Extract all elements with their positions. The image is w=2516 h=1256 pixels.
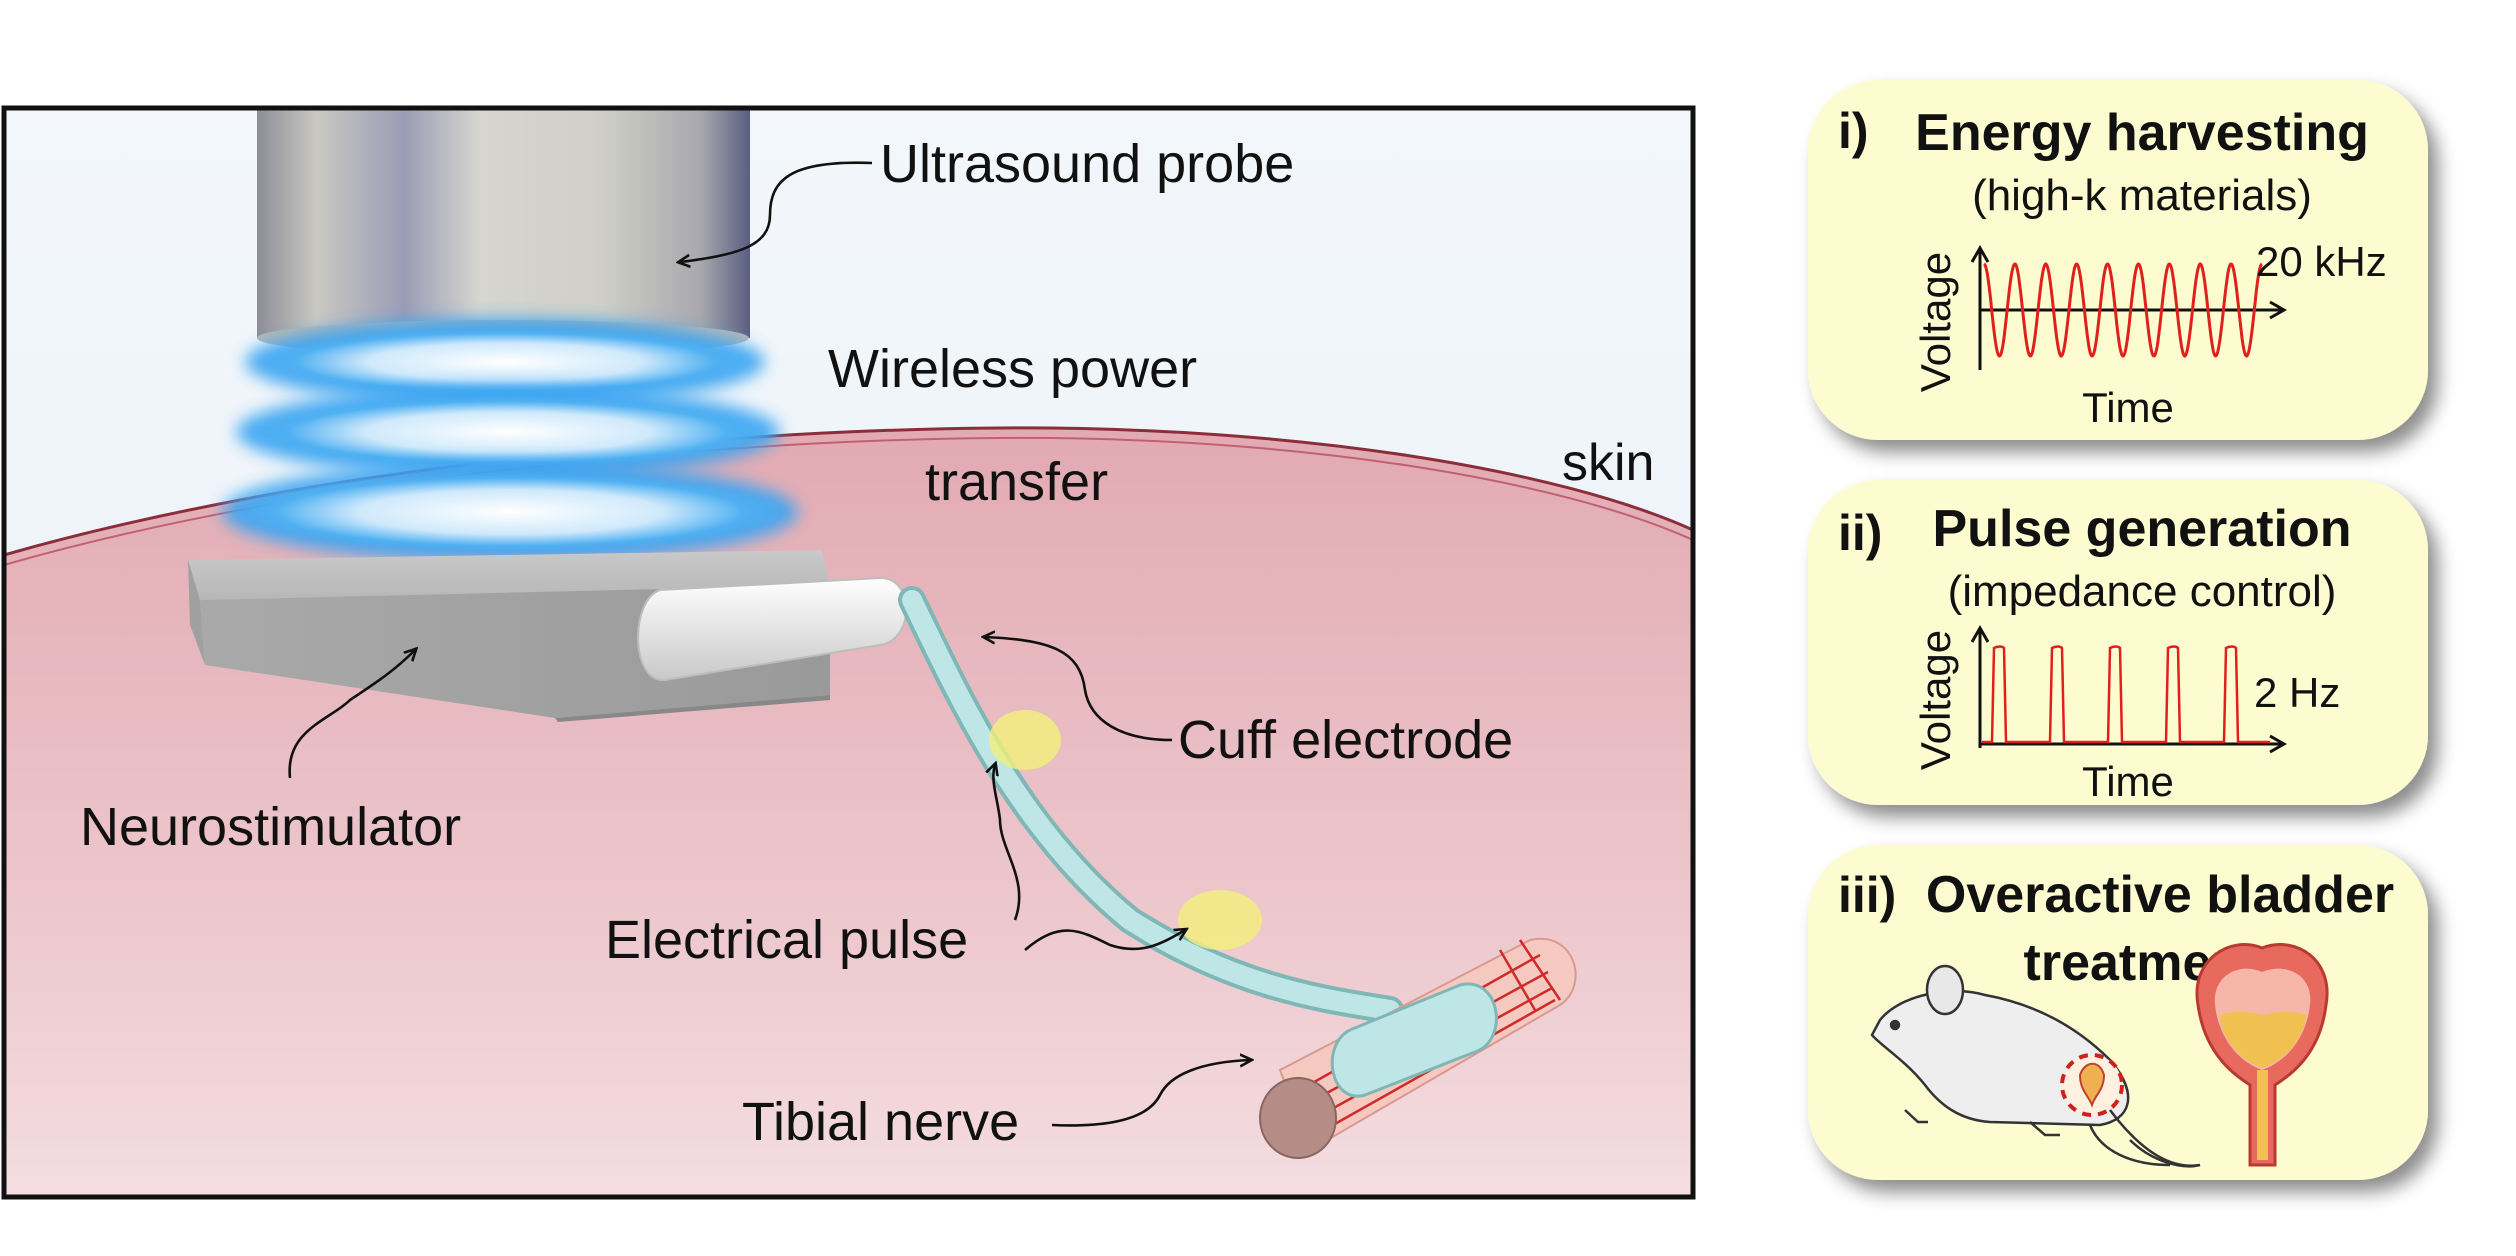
label-cuff-electrode: Cuff electrode xyxy=(1178,710,1513,770)
panel-ii-title: Pulse generation xyxy=(1933,500,2352,558)
main-diagram: Ultrasound probe Wireless power transfer… xyxy=(4,108,1693,1197)
label-electrical-pulse: Electrical pulse xyxy=(605,910,968,970)
electrical-pulse-highlight-2 xyxy=(1178,890,1262,950)
label-wireless-power-transfer: transfer xyxy=(925,452,1108,512)
label-wireless-power: Wireless power xyxy=(828,339,1197,399)
bladder-icon xyxy=(2195,943,2329,1167)
panel-ii-ylabel: Voltage xyxy=(1912,630,1959,770)
panel-ii-xlabel: Time xyxy=(2082,758,2174,805)
wireless-power-waves-icon xyxy=(222,318,798,562)
panel-ii-frequency: 2 Hz xyxy=(2254,669,2340,716)
panel-pulse-generation: ii) Pulse generation (impedance control)… xyxy=(1808,480,2428,805)
label-skin: skin xyxy=(1562,434,1654,492)
panel-energy-harvesting: i) Energy harvesting (high-k materials) … xyxy=(1808,80,2428,440)
nerve-icon xyxy=(1259,937,1577,1159)
panel-ii-background xyxy=(1808,480,2428,805)
label-arrows xyxy=(288,161,1250,1127)
label-tibial-nerve: Tibial nerve xyxy=(742,1092,1019,1152)
panel-i-xlabel: Time xyxy=(2082,384,2174,431)
cuff-electrode-icon xyxy=(898,586,1404,1024)
panel-i-sine-wave xyxy=(1983,262,2263,358)
panel-ii-pulse-wave xyxy=(1982,645,2270,744)
panel-ii-numeral: ii) xyxy=(1838,505,1882,561)
neurostimulator-icon xyxy=(188,550,908,722)
panel-i-background xyxy=(1808,80,2428,440)
panel-i-title: Energy harvesting xyxy=(1915,104,2369,162)
panel-iii-title-line1: Overactive bladder xyxy=(1926,866,2394,924)
panel-ii-subtitle: (impedance control) xyxy=(1948,567,2337,616)
main-diagram-border xyxy=(1,105,1696,1200)
panel-i-ylabel: Voltage xyxy=(1912,252,1959,392)
panel-i-frequency: 20 kHz xyxy=(2256,238,2387,285)
electrical-pulse-highlight-1 xyxy=(989,710,1061,770)
main-labels: Ultrasound probe Wireless power transfer… xyxy=(80,134,1654,1152)
panel-i-subtitle: (high-k materials) xyxy=(1972,171,2312,220)
label-neurostimulator: Neurostimulator xyxy=(80,797,461,857)
panel-ii-chart: Voltage Time 2 Hz xyxy=(1912,624,2340,805)
panel-iii-numeral: iii) xyxy=(1838,867,1896,923)
label-ultrasound-probe: Ultrasound probe xyxy=(880,134,1294,194)
panel-i-chart: Voltage Time 20 kHz xyxy=(1912,238,2387,431)
panel-i-numeral: i) xyxy=(1838,103,1869,159)
panel-overactive-bladder: iii) Overactive bladder treatment xyxy=(1808,845,2428,1180)
